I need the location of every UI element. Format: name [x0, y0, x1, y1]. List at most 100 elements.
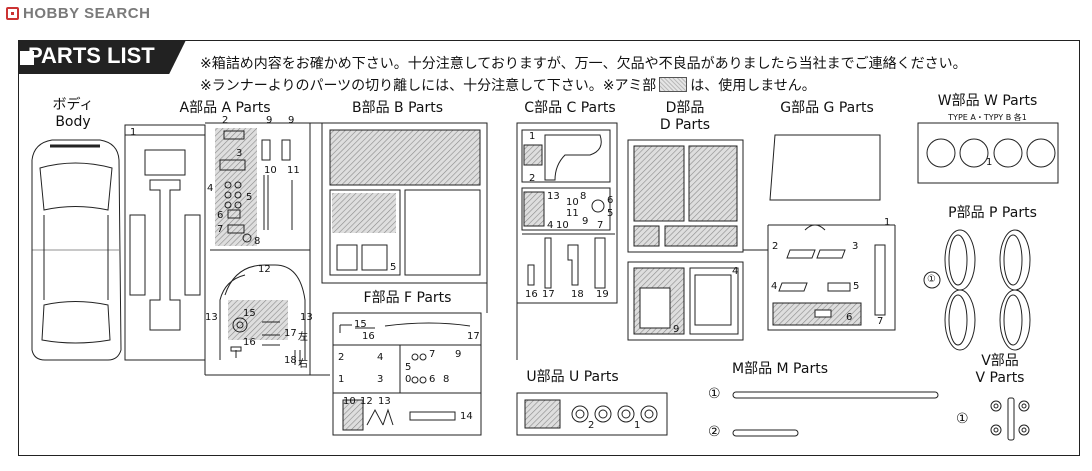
a-label-5: 5 [246, 192, 253, 203]
p-parts-header: P部品 P Parts [948, 205, 1037, 221]
b-parts-runner [321, 122, 488, 284]
f-label-8: 8 [443, 374, 450, 385]
a-label-9a: 9 [266, 115, 273, 126]
mesh-sample-icon [659, 77, 688, 92]
f-label-6: 6 [429, 374, 436, 385]
a-label-3: 3 [236, 148, 243, 159]
c-label-17: 17 [542, 289, 555, 300]
parts-list-title: PARTS LIST [28, 43, 155, 68]
c-label-1: 1 [529, 131, 536, 142]
u-parts-header: U部品 U Parts [526, 369, 619, 385]
notice-line-2: ※ランナーよりのパーツの切り離しには、十分注意して下さい。※アミ部は、使用しませ… [200, 75, 816, 95]
c-label-10a: 10 [566, 197, 579, 208]
a-label-17: 17 [284, 328, 297, 339]
a-parts-header: A部品 A Parts [179, 100, 271, 116]
f-label-12: 12 [360, 396, 373, 407]
f-label-10: 10 [343, 396, 356, 407]
a-label-12: 12 [258, 264, 271, 275]
parts-list-title-box: PARTS LIST [18, 40, 186, 74]
a-label-10: 10 [264, 165, 277, 176]
a-label-left: 左 [298, 332, 308, 343]
body-drawing [31, 139, 122, 361]
a-label-1: 1 [130, 127, 137, 138]
u-label-2: 2 [588, 420, 595, 431]
d-header-jp: D部品 [665, 100, 705, 116]
a-label-4: 4 [207, 183, 214, 194]
logo-icon [6, 7, 19, 20]
d-parts-header: D部品 D Parts [645, 100, 725, 134]
a-label-11: 11 [287, 165, 300, 176]
g-label-1: 1 [884, 217, 891, 228]
hobby-search-logo[interactable]: HOBBY SEARCH [6, 5, 150, 22]
c-label-8: 8 [580, 191, 587, 202]
f-parts-header: F部品 F Parts [363, 290, 452, 306]
a-label-18: 18 [284, 355, 297, 366]
logo-text: HOBBY SEARCH [23, 5, 151, 22]
f-label-17: 17 [467, 331, 480, 342]
c-parts-header: C部品 C Parts [524, 100, 616, 116]
f-label-15: 15 [354, 319, 367, 330]
f-label-16: 16 [362, 331, 375, 342]
d-label-4: 4 [732, 266, 739, 277]
a-parts-runner [124, 122, 311, 376]
f-label-13: 13 [378, 396, 391, 407]
f-label-9: 9 [455, 349, 462, 360]
v-parts-header: V部品 V Parts [955, 353, 1045, 387]
f-label-0: 0 [405, 374, 412, 385]
c-label-18: 18 [571, 289, 584, 300]
g-label-6: 6 [846, 312, 853, 323]
a-label-7: 7 [217, 224, 224, 235]
v-header-jp: V部品 [981, 353, 1019, 369]
m-label-2: ② [708, 424, 721, 440]
c-parts-runner [516, 122, 618, 304]
a-label-13a: 13 [205, 312, 218, 323]
m-parts-runner [732, 391, 939, 437]
d-header-en: D Parts [659, 117, 711, 133]
m-label-1: ① [708, 386, 721, 402]
b-label-5: 5 [390, 262, 397, 273]
d-label-9: 9 [673, 324, 680, 335]
g-parts-runner [767, 134, 896, 331]
parts-list-frame [18, 40, 1080, 456]
v-parts-runner [990, 397, 1030, 441]
c-label-5: 5 [607, 208, 614, 219]
body-header-jp: ボディ [52, 97, 94, 113]
a-label-9b: 9 [288, 115, 295, 126]
b-parts-header: B部品 B Parts [351, 100, 444, 116]
f-label-3: 3 [377, 374, 384, 385]
c-label-4: 4 [547, 220, 554, 231]
a-label-16: 16 [243, 337, 256, 348]
f-parts-runner [332, 312, 482, 436]
v-header-en: V Parts [975, 370, 1025, 386]
a-label-6: 6 [217, 210, 224, 221]
c-label-19: 19 [596, 289, 609, 300]
p-parts-tires [923, 229, 1031, 351]
a-label-8: 8 [254, 236, 261, 247]
notice-line-2b: は、使用しません。 [690, 78, 816, 94]
f-label-2: 2 [338, 352, 345, 363]
a-label-13b: 13 [300, 312, 313, 323]
w-parts-note: TYPE A・TYPY B 各1 [948, 113, 1027, 122]
g-parts-header: G部品 G Parts [780, 100, 874, 116]
c-label-11: 11 [566, 208, 579, 219]
c-label-2: 2 [529, 173, 536, 184]
c-label-13: 13 [547, 191, 560, 202]
g-label-5: 5 [853, 281, 860, 292]
c-label-7: 7 [597, 220, 604, 231]
g-label-4: 4 [771, 281, 778, 292]
m-parts-header: M部品 M Parts [732, 361, 828, 377]
title-square-icon [20, 51, 34, 65]
f-label-1: 1 [338, 374, 345, 385]
c-label-6: 6 [607, 195, 614, 206]
w-parts-header: W部品 W Parts [937, 93, 1038, 109]
f-label-14: 14 [460, 411, 473, 422]
u-parts-runner [516, 392, 668, 436]
c-label-16: 16 [525, 289, 538, 300]
f-label-4: 4 [377, 352, 384, 363]
a-label-2: 2 [222, 115, 229, 126]
d-parts-runner [627, 139, 744, 341]
c-label-10b: 10 [556, 220, 569, 231]
v-label-1: ① [956, 411, 969, 427]
u-label-1: 1 [634, 420, 641, 431]
a-label-15: 15 [243, 308, 256, 319]
